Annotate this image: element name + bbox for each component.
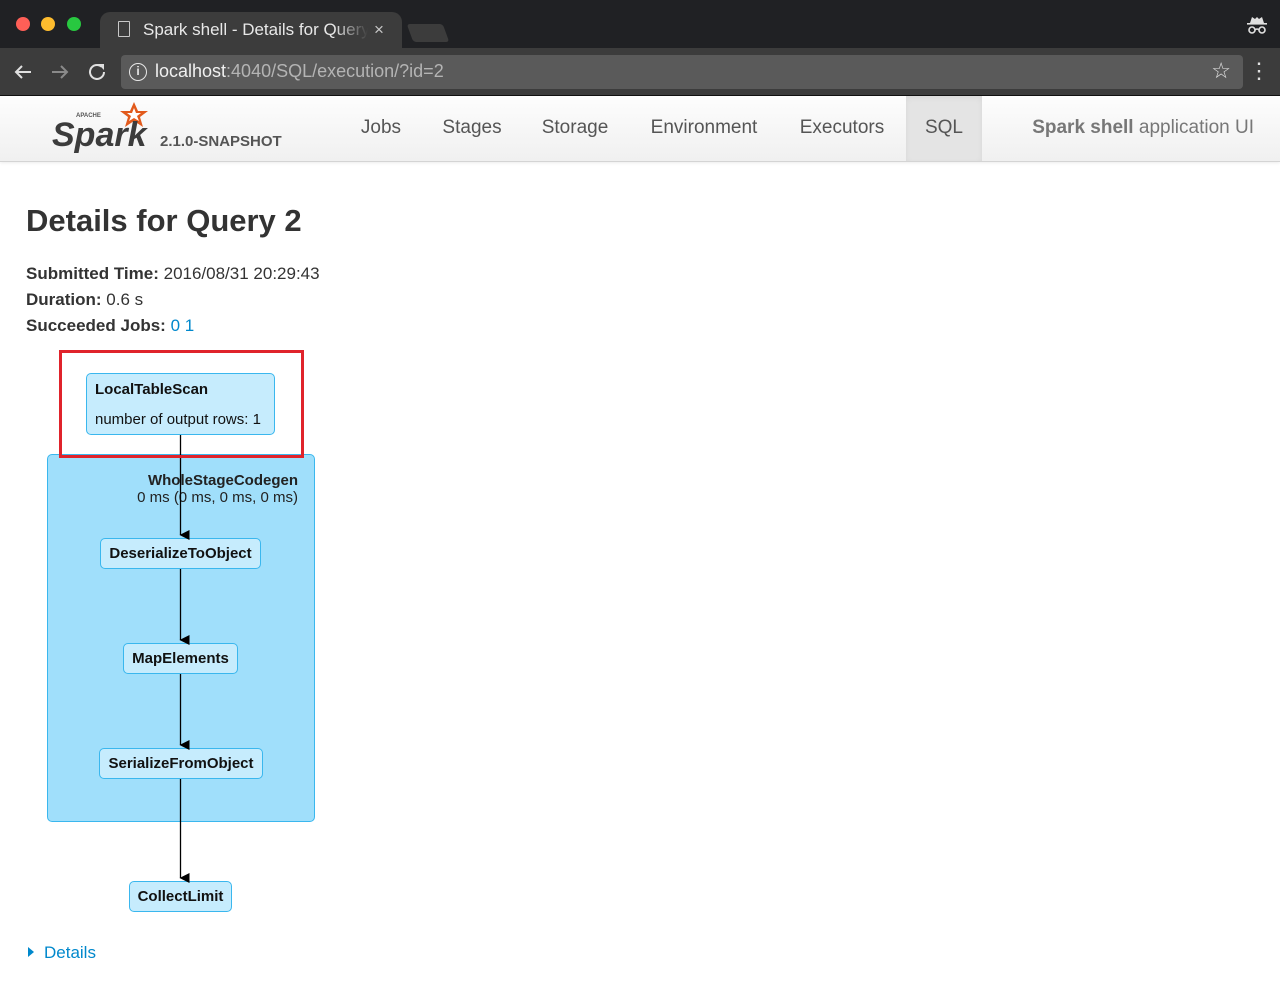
browser-toolbar: i localhost:4040/SQL/execution/?id=2 ☆ ⋮ <box>0 48 1280 96</box>
job-link-1[interactable]: 1 <box>184 316 195 335</box>
duration-label: Duration: <box>26 290 102 309</box>
new-tab-button[interactable] <box>406 24 450 42</box>
expand-triangle-icon <box>28 947 34 957</box>
tab-sql[interactable]: SQL <box>906 96 982 161</box>
browser-tab-strip: Spark shell - Details for Query 2 × <box>0 0 1280 48</box>
submitted-time-label: Submitted Time: <box>26 264 159 283</box>
tab-stages[interactable]: Stages <box>442 117 502 138</box>
logo-spark-text: Spark <box>52 116 149 154</box>
document-icon <box>118 21 130 37</box>
maximize-window-button[interactable] <box>67 17 81 31</box>
back-arrow-icon[interactable] <box>11 60 35 84</box>
duration-value: 0.6 s <box>106 290 144 309</box>
spark-version: 2.1.0-SNAPSHOT <box>160 133 282 150</box>
node-localtablescan[interactable]: LocalTableScan number of output rows: 1 <box>86 373 275 435</box>
tab-executors[interactable]: Executors <box>799 117 885 138</box>
node-localtablescan-metric: number of output rows: 1 <box>95 411 261 428</box>
close-tab-icon[interactable]: × <box>374 20 384 39</box>
close-window-button[interactable] <box>16 17 30 31</box>
url-text: localhost:4040/SQL/execution/?id=2 <box>155 61 444 82</box>
cluster-metrics: 0 ms (0 ms, 0 ms, 0 ms) <box>137 489 298 506</box>
address-bar[interactable]: i localhost:4040/SQL/execution/?id=2 ☆ <box>121 55 1243 89</box>
application-name: Spark shell application UI <box>1032 96 1254 161</box>
logo-apache-text: APACHE <box>76 113 101 119</box>
duration-row: Duration: 0.6 s <box>26 290 143 310</box>
spark-logo[interactable]: APACHE Spark <box>52 100 162 156</box>
highlight-box <box>59 350 304 458</box>
browser-menu-icon[interactable]: ⋮ <box>1248 58 1270 83</box>
page-title: Details for Query 2 <box>26 203 302 238</box>
job-link-0[interactable]: 0 <box>170 316 181 335</box>
bookmark-star-icon[interactable]: ☆ <box>1211 58 1231 83</box>
node-serializefromobject[interactable]: SerializeFromObject <box>99 748 263 779</box>
forward-arrow-icon[interactable] <box>48 60 72 84</box>
details-link-label: Details <box>44 943 96 962</box>
url-host: localhost <box>155 61 227 81</box>
info-icon[interactable]: i <box>129 63 147 81</box>
reload-icon[interactable] <box>85 60 109 84</box>
details-toggle[interactable]: Details <box>28 943 96 963</box>
tab-environment[interactable]: Environment <box>650 117 758 138</box>
cluster-title: WholeStageCodegen <box>147 472 298 489</box>
spark-navbar: APACHE Spark 2.1.0-SNAPSHOT Jobs Stages … <box>0 96 1280 162</box>
node-mapelements[interactable]: MapElements <box>123 643 238 674</box>
succeeded-jobs-label: Succeeded Jobs: <box>26 316 166 335</box>
app-name-rest: application UI <box>1133 117 1254 138</box>
minimize-window-button[interactable] <box>41 17 55 31</box>
tab-jobs[interactable]: Jobs <box>360 117 402 138</box>
node-collectlimit[interactable]: CollectLimit <box>129 881 232 912</box>
app-name-bold: Spark shell <box>1032 117 1134 138</box>
node-deserializetoobject[interactable]: DeserializeToObject <box>100 538 261 569</box>
submitted-time-value: 2016/08/31 20:29:43 <box>163 264 320 283</box>
submitted-time-row: Submitted Time: 2016/08/31 20:29:43 <box>26 264 320 284</box>
tab-title: Spark shell - Details for Query 2 <box>143 20 368 39</box>
tab-storage[interactable]: Storage <box>541 117 609 138</box>
succeeded-jobs-row: Succeeded Jobs: 0 1 <box>26 316 194 336</box>
incognito-icon <box>1247 17 1267 34</box>
browser-tab[interactable]: Spark shell - Details for Query 2 × <box>100 12 402 48</box>
url-path: :4040/SQL/execution/?id=2 <box>226 61 444 81</box>
node-localtablescan-label: LocalTableScan <box>95 381 209 398</box>
